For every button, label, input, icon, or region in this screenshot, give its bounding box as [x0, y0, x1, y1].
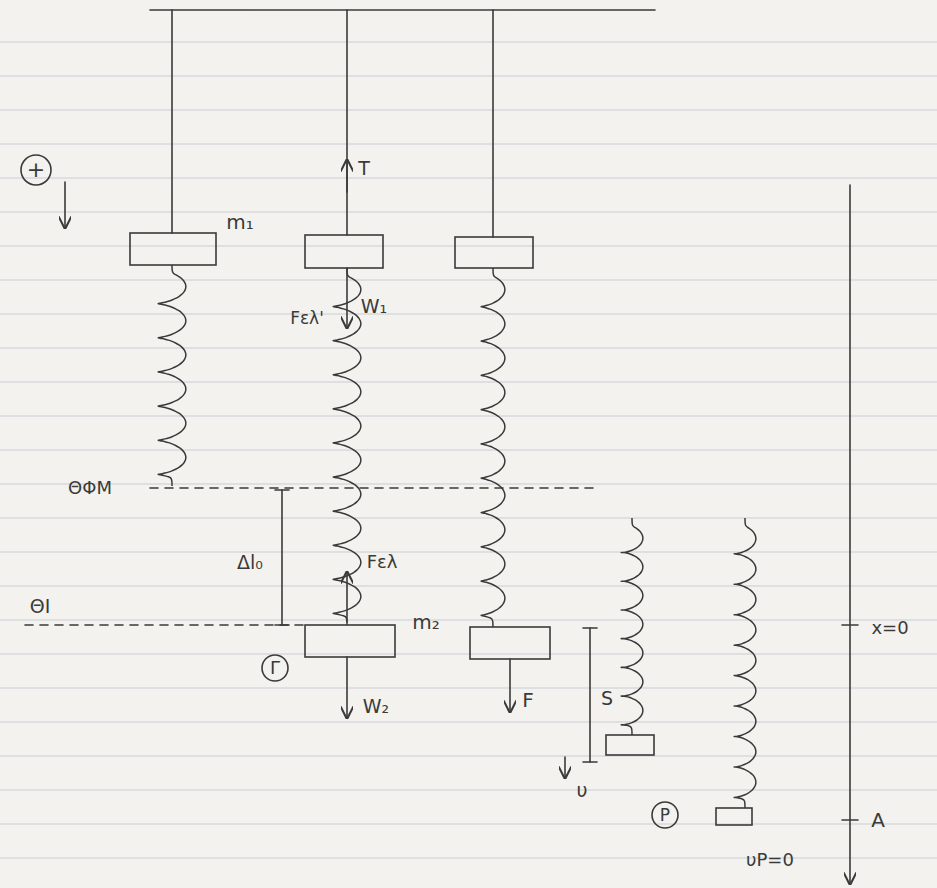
- string: [492, 10, 494, 237]
- velocity-label: υ: [577, 781, 588, 800]
- axis-label: x=0: [871, 619, 908, 637]
- mass-label: m₂: [412, 612, 440, 632]
- mass-block: [470, 627, 550, 659]
- force-label: Fελ: [367, 553, 398, 571]
- axis-label: A: [871, 810, 885, 830]
- force-label: W₂: [363, 697, 389, 716]
- force-label: W₁: [361, 297, 387, 316]
- label-plus: +: [27, 159, 45, 181]
- label-circle: [262, 655, 288, 681]
- natural-length-line: [150, 487, 600, 489]
- velocity-arrow: [564, 757, 566, 778]
- string: [346, 10, 348, 235]
- force-label: F: [522, 690, 534, 710]
- dimension-label: S: [601, 689, 613, 708]
- position-label: ΘΙ: [30, 597, 51, 616]
- dimension-tick: [583, 627, 597, 629]
- string: [171, 10, 173, 233]
- dimension-bracket: [589, 628, 591, 762]
- dimension-tick: [583, 761, 597, 763]
- dimension-tick: [275, 489, 289, 491]
- ruled-lines: [0, 42, 937, 858]
- dimension-bracket: [281, 490, 283, 625]
- mass-block: [130, 233, 216, 265]
- mass-block: [455, 237, 533, 268]
- mass-block: [606, 735, 654, 755]
- force-label: Fελ': [290, 310, 324, 327]
- label-circle: [652, 802, 678, 828]
- mass-label: m₁: [226, 212, 254, 232]
- point-label: P: [660, 807, 670, 824]
- position-label: ΘΦΜ: [68, 479, 112, 497]
- spring: [621, 518, 643, 735]
- x-axis: [849, 185, 851, 884]
- spring: [333, 268, 361, 625]
- spring: [158, 265, 186, 486]
- ceiling: [150, 9, 655, 11]
- axis-tick: [842, 819, 858, 821]
- label-circle: [21, 155, 51, 185]
- spring: [734, 518, 756, 808]
- force-label: T: [358, 159, 370, 178]
- force-arrow: [509, 659, 511, 712]
- mass-block: [716, 808, 752, 825]
- force-arrow: [346, 657, 348, 718]
- force-arrow: [346, 572, 348, 622]
- positive-direction-arrow: [64, 182, 66, 228]
- force-arrow: [346, 268, 348, 328]
- mass-block: [305, 625, 395, 657]
- spring: [481, 268, 505, 627]
- point-label: Γ: [270, 659, 280, 677]
- mass-block: [305, 235, 383, 268]
- axis-tick: [842, 624, 858, 626]
- equilibrium-line: [25, 624, 305, 626]
- force-arrow: [346, 160, 348, 192]
- dimension-label: Δl₀: [237, 553, 263, 572]
- dimension-tick: [275, 624, 289, 626]
- velocity-label: υP=0: [746, 851, 794, 869]
